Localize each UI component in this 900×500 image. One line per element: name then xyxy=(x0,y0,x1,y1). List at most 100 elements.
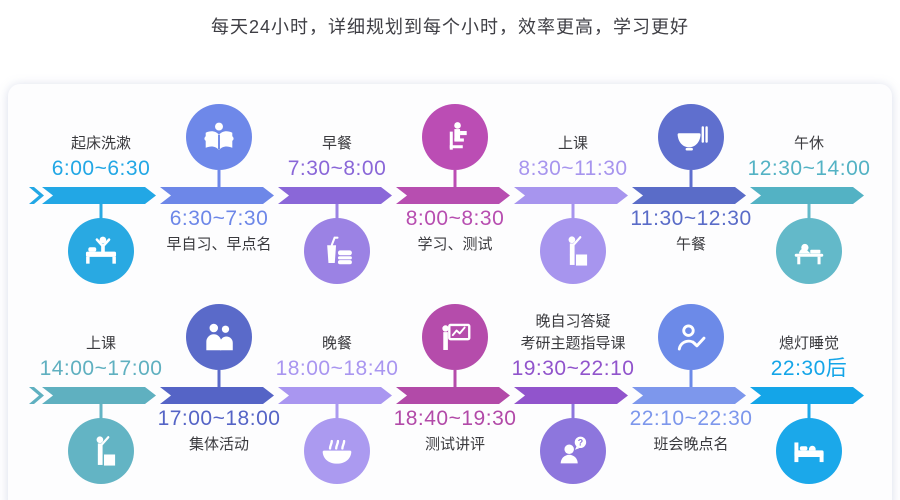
item-label: 22:10~22:30 班会晚点名 xyxy=(630,407,753,455)
timeline-item: 早餐 7:30~8:00 xyxy=(278,135,396,284)
timeline-segment xyxy=(160,387,274,404)
connector-stem xyxy=(807,404,811,419)
item-time: 17:00~18:00 xyxy=(157,407,281,430)
item-time: 19:30~22:10 xyxy=(511,356,635,380)
reading-book-icon xyxy=(186,104,252,170)
connector-stem xyxy=(807,204,811,219)
item-label: 熄灯睡觉 22:30后 xyxy=(771,334,848,381)
item-time: 14:00~17:00 xyxy=(39,356,163,380)
timeline-item: 熄灯睡觉 22:30后 xyxy=(750,335,868,484)
drink-burger-icon xyxy=(304,218,370,284)
nap-desk-icon xyxy=(776,218,842,284)
timeline-item: 22:10~22:30 班会晚点名 xyxy=(630,304,752,453)
item-label: 早餐 7:30~8:00 xyxy=(288,134,387,181)
item-label: 晚餐 18:00~18:40 xyxy=(276,334,399,381)
timeline-item: 午休 12:30~14:00 xyxy=(748,135,870,284)
connector-stem xyxy=(99,204,103,219)
timeline-segment xyxy=(396,187,510,204)
check-person-icon xyxy=(658,304,724,370)
item-title: 集体活动 xyxy=(188,436,249,454)
timeline-segment xyxy=(514,187,628,204)
group-people-icon xyxy=(186,304,252,370)
wake-bed-icon xyxy=(68,218,134,284)
item-time: 22:30后 xyxy=(770,356,848,380)
item-label: 18:40~19:30 测试讲评 xyxy=(394,407,517,455)
item-title: 测试讲评 xyxy=(424,436,485,454)
timeline-item: 8:00~8:30 学习、测试 xyxy=(396,104,514,253)
item-time: 22:10~22:30 xyxy=(629,407,753,430)
item-label: 上课 8:30~11:30 xyxy=(518,134,627,181)
item-time: 8:00~8:30 xyxy=(405,207,505,230)
connector-stem xyxy=(217,370,221,387)
item-time: 8:30~11:30 xyxy=(518,156,628,180)
svg-text:?: ? xyxy=(578,437,583,447)
timeline-segment xyxy=(278,387,392,404)
item-label: 17:00~18:00 集体活动 xyxy=(158,407,281,455)
item-title: 上课 xyxy=(557,135,589,153)
item-time: 18:40~19:30 xyxy=(393,407,517,430)
connector-stem xyxy=(217,170,221,187)
item-title: 学习、测试 xyxy=(417,236,493,254)
item-title: 晚自习答疑 xyxy=(535,312,611,330)
item-title-line2: 考研主题指导课 xyxy=(520,335,626,353)
item-title: 熄灯睡觉 xyxy=(778,335,839,353)
item-label: 11:30~12:30 午餐 xyxy=(630,207,751,255)
timeline-item: 6:30~7:30 早自习、早点名 xyxy=(160,104,278,253)
page-title: 每天24小时，详细规划到每个小时，效率更高，学习更好 xyxy=(210,17,690,37)
study-chair-icon xyxy=(422,104,488,170)
timeline-segment xyxy=(42,187,156,204)
item-label: 午休 12:30~14:00 xyxy=(748,134,871,181)
connector-stem xyxy=(571,404,575,419)
connector-stem xyxy=(571,204,575,219)
connector-stem xyxy=(453,370,457,387)
connector-stem xyxy=(335,204,339,219)
timeline-item: 18:40~19:30 测试讲评 xyxy=(394,304,516,453)
item-time: 6:00~6:30 xyxy=(51,156,151,180)
item-time: 18:00~18:40 xyxy=(275,356,399,380)
timeline-item: 11:30~12:30 午餐 xyxy=(630,104,751,253)
question-person-icon: ? xyxy=(540,418,606,484)
timeline-item: 17:00~18:00 集体活动 xyxy=(158,304,280,453)
timeline-segment xyxy=(42,387,156,404)
timeline-segment xyxy=(750,387,864,404)
timeline-segment xyxy=(632,387,746,404)
item-time: 11:30~12:30 xyxy=(630,207,752,230)
item-time: 12:30~14:00 xyxy=(747,156,871,180)
connector-stem xyxy=(99,404,103,419)
connector-stem xyxy=(689,170,693,187)
timeline-item: 上课 8:30~11:30 xyxy=(514,135,632,284)
lecture-box-icon xyxy=(68,418,134,484)
connector-stem xyxy=(689,370,693,387)
timeline-segment xyxy=(514,387,628,404)
item-title: 早餐 xyxy=(321,135,353,153)
timeline-segment xyxy=(632,187,746,204)
timeline-segment xyxy=(396,387,510,404)
sleep-bed-icon xyxy=(776,418,842,484)
connector-stem xyxy=(453,170,457,187)
item-title: 早自习、早点名 xyxy=(166,236,272,254)
item-label: 晚自习答疑考研主题指导课 19:30~22:10 xyxy=(512,312,635,381)
timeline-segment xyxy=(278,187,392,204)
item-time: 6:30~7:30 xyxy=(169,207,269,230)
timeline-segment xyxy=(160,187,274,204)
timeline-segment xyxy=(750,187,864,204)
lecture-box-icon xyxy=(540,218,606,284)
item-title: 午餐 xyxy=(675,236,706,254)
present-board-icon xyxy=(422,304,488,370)
item-title: 班会晚点名 xyxy=(653,436,729,454)
connector-stem xyxy=(335,404,339,419)
item-label: 8:00~8:30 学习、测试 xyxy=(406,207,505,255)
item-title: 晚餐 xyxy=(321,335,352,353)
item-label: 6:30~7:30 早自习、早点名 xyxy=(166,207,271,255)
noodle-bowl-icon xyxy=(304,418,370,484)
item-title: 午休 xyxy=(793,135,824,153)
item-time: 7:30~8:00 xyxy=(287,156,387,180)
timeline-item: 晚自习答疑考研主题指导课 19:30~22:10? xyxy=(512,313,634,484)
